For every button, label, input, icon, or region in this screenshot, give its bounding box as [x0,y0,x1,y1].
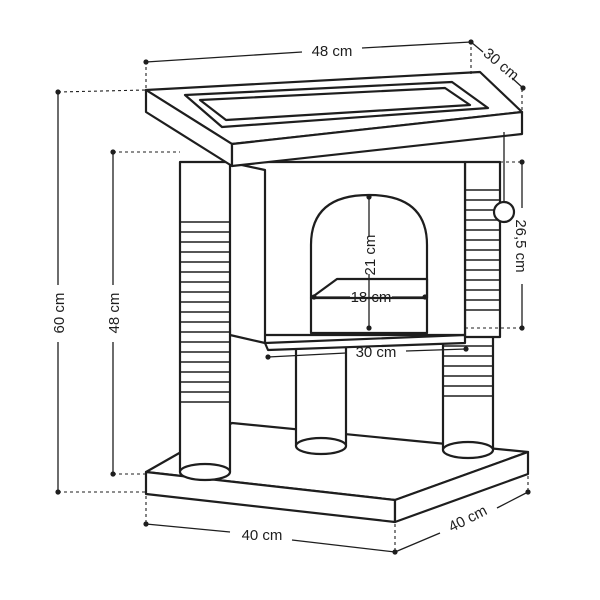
house [226,160,467,352]
label-base-depth: 40 cm [446,502,490,536]
base-side-face [393,450,530,524]
dim-opening-width: 18 cm [311,289,428,306]
label-house-width: 30 cm [356,344,397,361]
dim-post-height: 48 cm [106,149,180,477]
right-upper-post [463,160,502,339]
dim-opening-height: 21 cm [362,194,379,331]
label-base-width: 40 cm [242,527,283,544]
top-tray [144,70,524,168]
front-left-post-rope [180,221,230,403]
right-upper-post-rope [465,189,500,311]
label-opening-width: 18 cm [351,289,392,306]
tray-inner-floor [198,86,472,122]
base-platform [144,421,530,524]
back-left-post [294,344,348,456]
dim-total-height: 60 cm [51,89,147,495]
label-top-width: 48 cm [312,43,353,60]
toy-ball [492,200,516,224]
label-total-height: 60 cm [51,293,68,334]
label-house-height: 26,5 cm [512,219,529,272]
house-bottom-face [263,333,467,352]
label-post-height: 48 cm [106,293,123,334]
back-right-post-rope [443,345,493,397]
back-right-post [441,333,495,460]
back-right-post-body [441,333,495,452]
front-left-post [178,160,232,482]
back-left-post-foot [294,436,348,456]
label-opening-height: 21 cm [362,235,379,276]
back-left-post-body [294,344,348,448]
house-side-face [226,160,267,345]
dim-top-width: 48 cm [143,39,474,88]
dim-house-width: 30 cm [265,344,469,361]
dim-base-width: 40 cm [143,496,398,555]
back-right-post-foot [441,440,495,460]
dim-house-height: 26,5 cm [465,159,529,331]
hanging-ball-toy [492,132,516,224]
front-left-post-foot [178,462,232,482]
front-left-post-body [178,160,232,474]
tray-front-face [230,110,524,168]
